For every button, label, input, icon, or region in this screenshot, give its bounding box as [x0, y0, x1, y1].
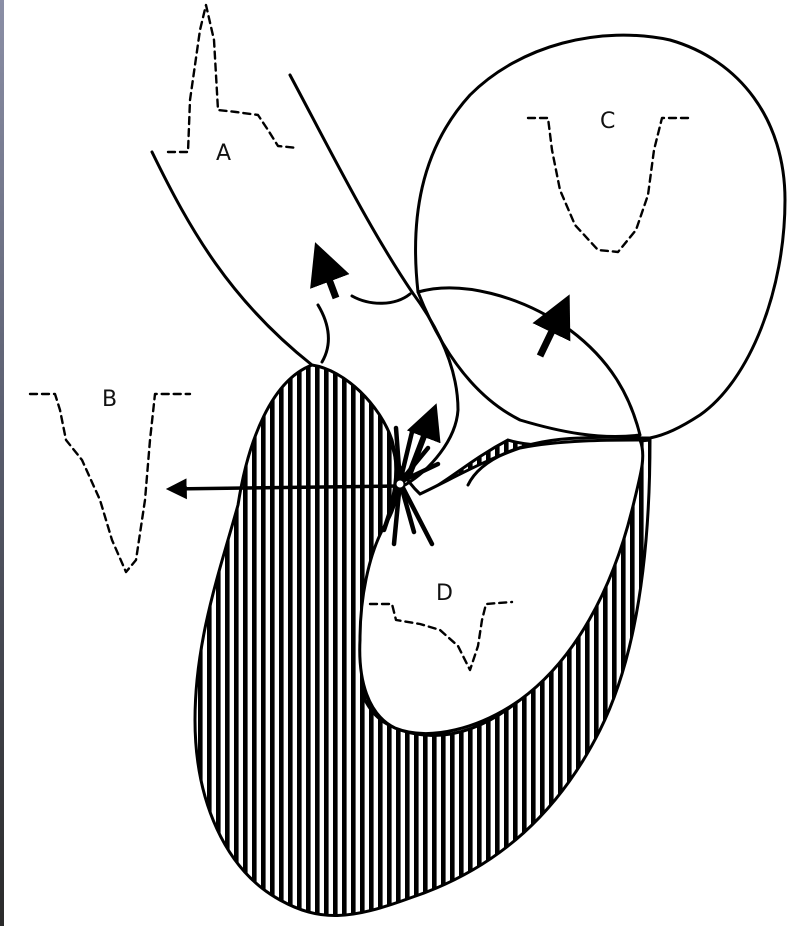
label-d: D: [436, 581, 453, 606]
waveform-c: [528, 118, 690, 252]
waveform-b: [30, 394, 190, 572]
aorta-right-wall: [290, 75, 412, 292]
waveform-a: [168, 5, 298, 152]
left-atrium: [416, 35, 785, 438]
label-b: B: [102, 387, 117, 412]
aorta-left-wall: [152, 152, 312, 365]
arrow-mitral-flow: [540, 302, 566, 356]
label-c: C: [600, 109, 615, 134]
aortic-valve-cusp-left: [318, 305, 328, 362]
stimulus-point: [396, 480, 405, 489]
label-a: A: [216, 141, 231, 166]
arrow-aortic-flow: [318, 250, 336, 298]
aortic-valve-cusp-right: [352, 294, 410, 303]
